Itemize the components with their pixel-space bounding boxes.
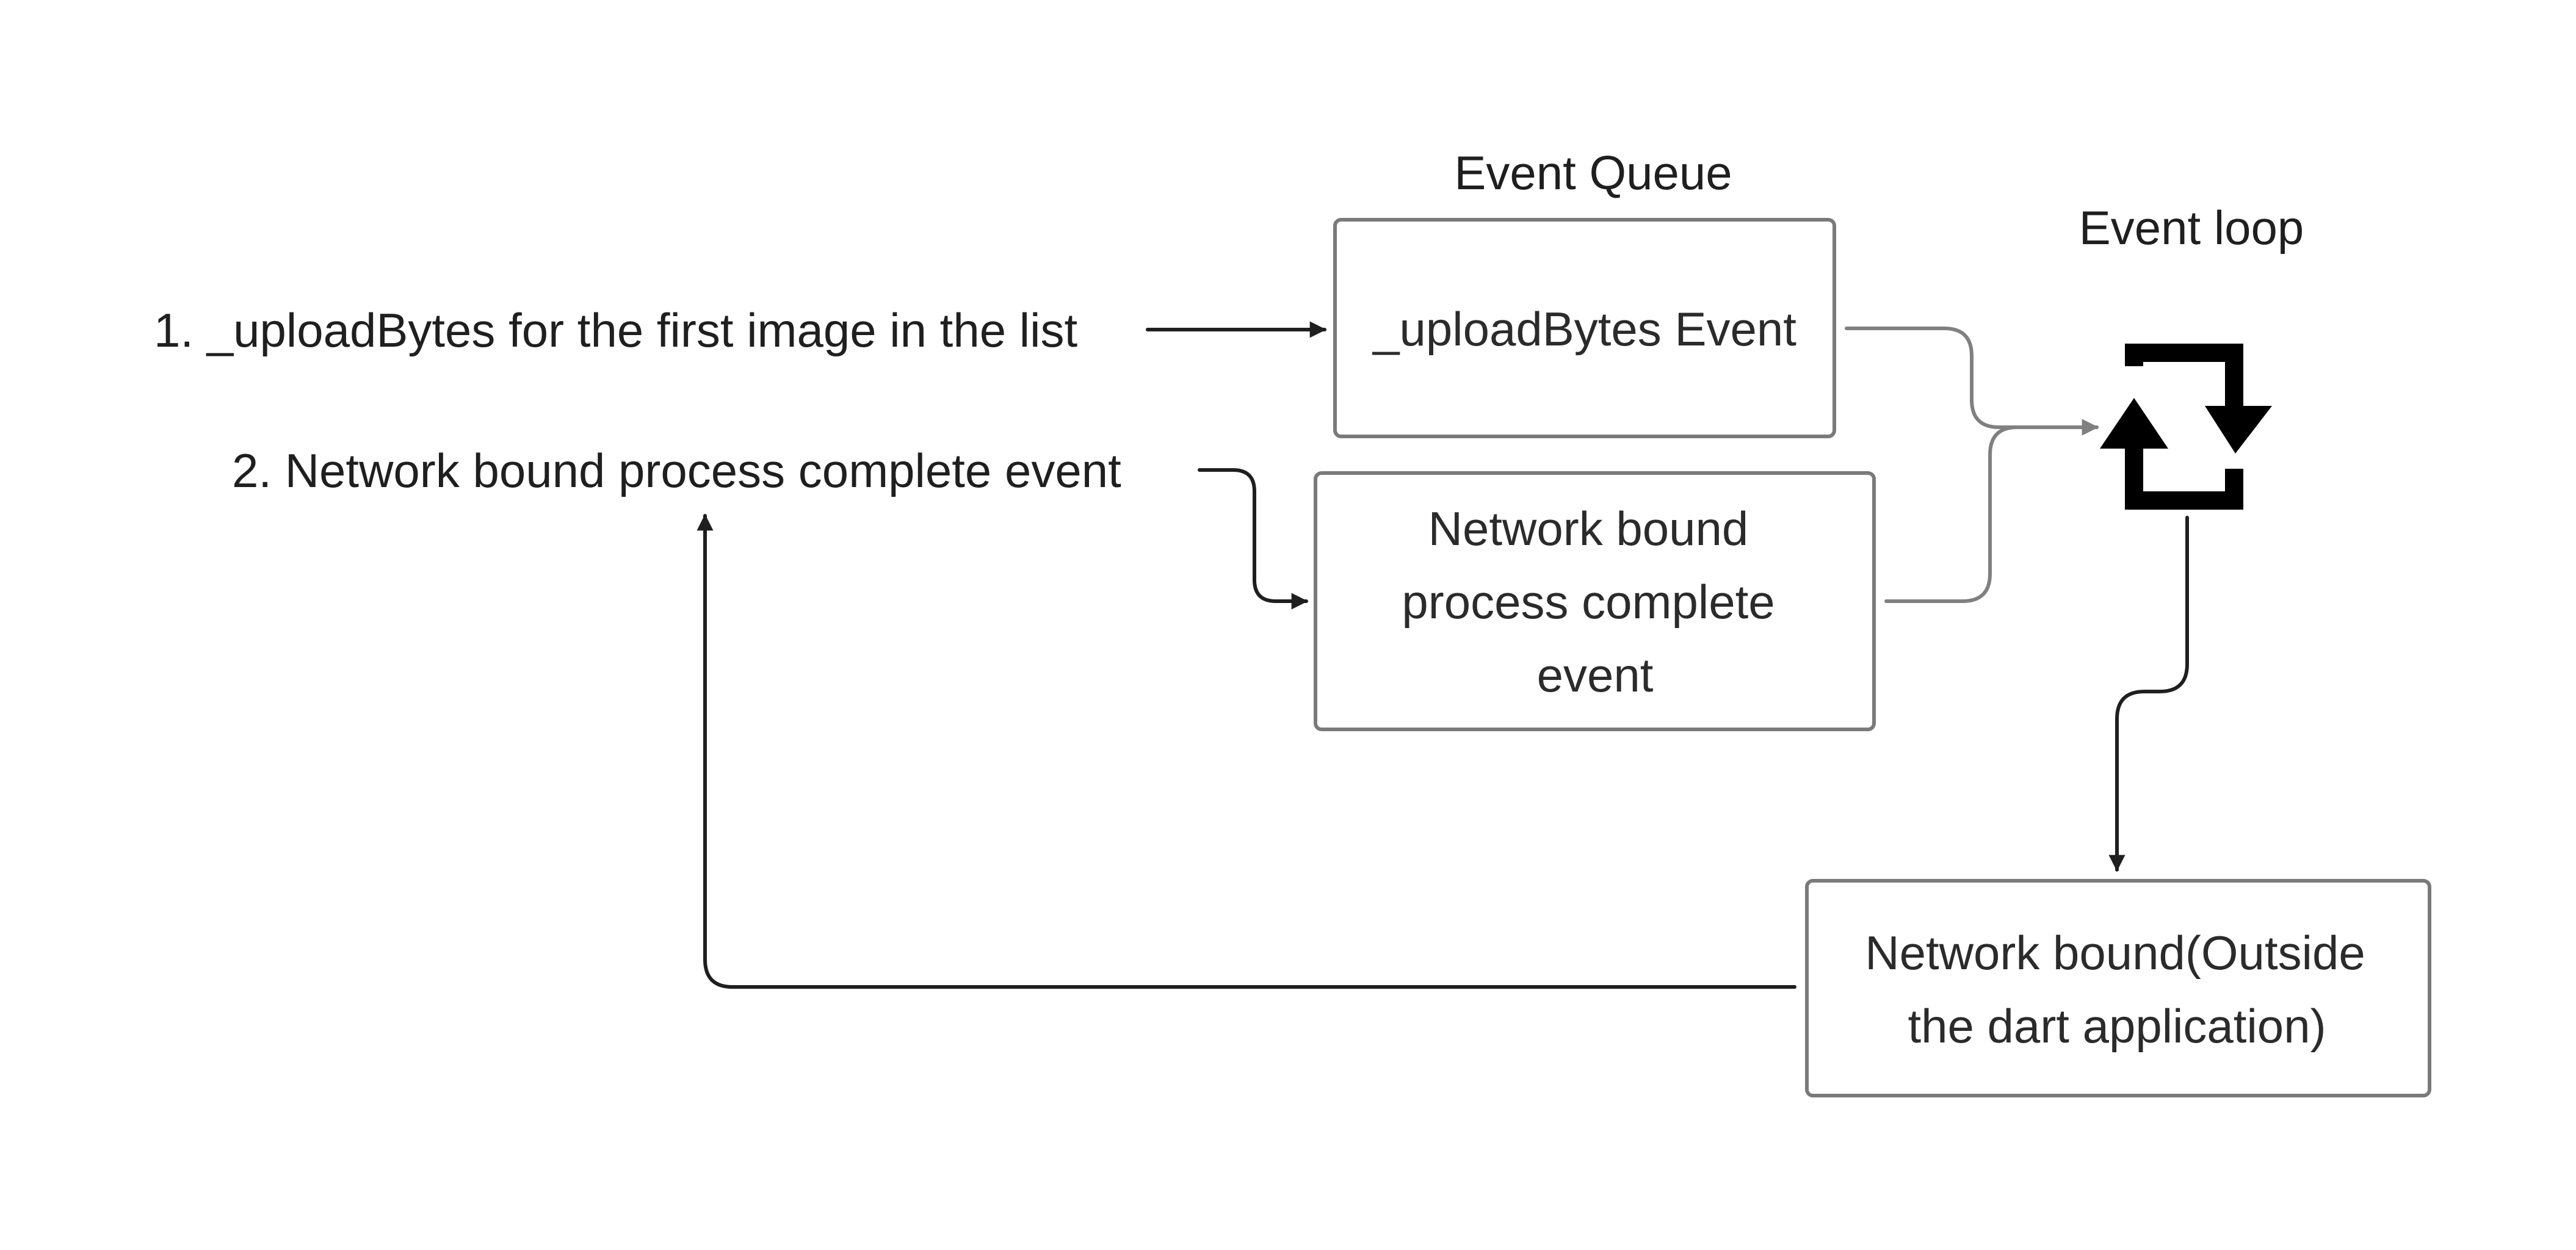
refresh-loop-icon — [2100, 344, 2272, 510]
step-1-label: 1. _uploadBytes for the first image in t… — [154, 303, 1077, 357]
network-bound-line-2: the dart application) — [1908, 999, 2326, 1053]
network-bound-outside-box: Network bound(Outside the dart applicati… — [1805, 879, 2431, 1097]
event-queue-heading: Event Queue — [1454, 146, 1732, 200]
arrow-step2-to-queue — [1198, 468, 1308, 610]
event-loop-heading: Event loop — [2079, 201, 2304, 255]
network-complete-event-box: Network bound process complete event — [1314, 471, 1876, 731]
upload-bytes-event-box: _uploadBytes Event — [1333, 218, 1836, 438]
arrow-network-to-step2 — [696, 514, 1796, 989]
network-complete-line-1: Network bound — [1428, 502, 1749, 555]
step-2-label: 2. Network bound process complete event — [232, 444, 1121, 497]
network-bound-line-1: Network bound(Outside — [1865, 926, 2365, 980]
network-complete-line-3: event — [1537, 648, 1654, 702]
network-complete-line-2: process complete — [1402, 575, 1775, 629]
upload-bytes-event-text: _uploadBytes Event — [1372, 302, 1796, 356]
arrow-upload-to-loop — [1845, 327, 2099, 436]
arrow-loop-to-network — [2108, 516, 2189, 872]
arrow-network-complete-to-loop — [1884, 419, 2099, 603]
